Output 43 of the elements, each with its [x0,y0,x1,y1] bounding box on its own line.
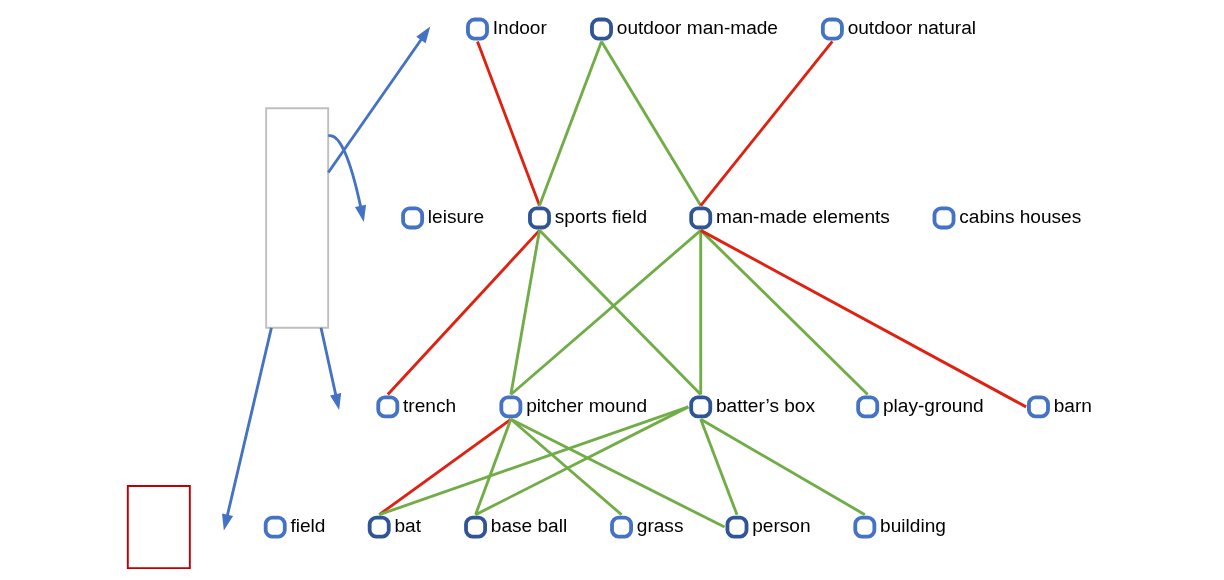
connector [378,405,689,517]
connector [699,230,703,395]
connector [510,418,726,529]
node-label: field [290,514,326,536]
node-label: play-ground [882,394,984,416]
connector [476,40,541,207]
node-label: Indoor [492,16,547,38]
connector [699,229,869,396]
connector [600,40,702,207]
node-label: outdoor natural [847,16,976,38]
node-label: person [752,514,811,536]
connector [700,418,866,516]
node-label: cabins houses [959,205,1082,227]
node-label: leisure [427,205,485,227]
node-label: bat [394,514,422,536]
node-label: trench [403,394,457,416]
connector [474,418,513,516]
node-label: man-made elements [715,205,890,227]
connector [699,418,739,516]
connector [509,418,623,516]
connector [538,40,603,207]
arrow [327,26,431,174]
node-box [126,485,191,570]
connector [538,229,702,396]
node-box [265,107,330,329]
node-label: building [880,514,946,536]
node-label: batter’s box [715,394,815,416]
arrow [222,327,273,531]
node-label: outdoor man-made [616,16,778,38]
connector [509,229,702,396]
connector [509,230,541,395]
node-label: base ball [490,514,568,536]
connector [700,229,1027,409]
connector [386,229,541,396]
arrow [319,327,342,411]
connector [474,405,689,516]
node-label: barn [1053,394,1092,416]
node-label: sports field [554,205,648,227]
node-label: pitcher mound [526,394,648,416]
node-label: grass [636,514,684,536]
connector [378,418,512,516]
connector [699,40,834,207]
arrow [328,134,367,222]
